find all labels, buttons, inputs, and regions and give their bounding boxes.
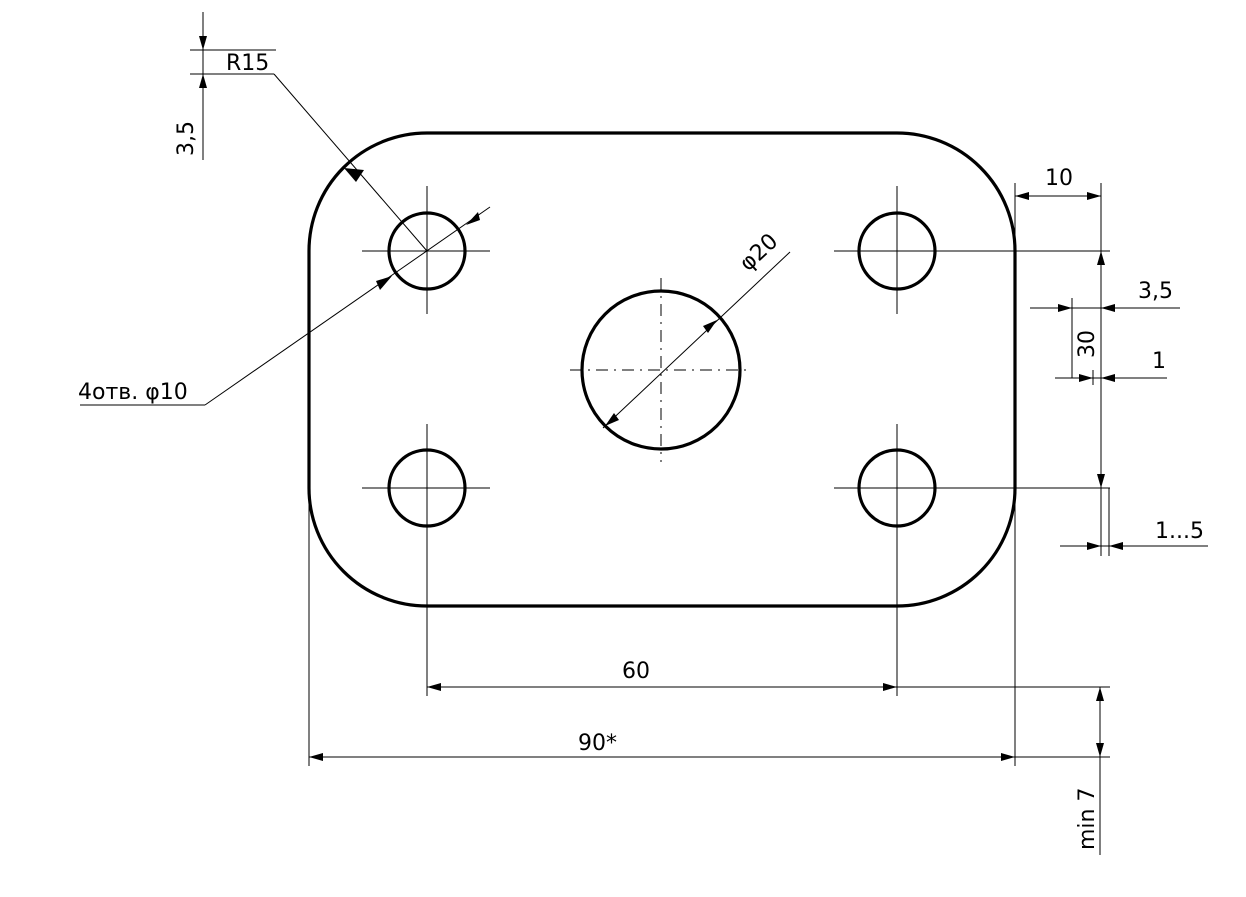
plate-outline <box>307 131 1017 608</box>
dim-30-label: 30 <box>1075 330 1100 358</box>
dim-min7: min 7 <box>897 686 1110 855</box>
phi20-dimension: φ20 <box>602 229 791 429</box>
r15-label: R15 <box>226 51 269 76</box>
hole-bottom-left <box>362 424 490 696</box>
dim-90-label: 90* <box>578 731 617 756</box>
holes-note: 4отв. φ10 <box>78 206 491 406</box>
hole-top-right <box>834 186 1110 314</box>
holes-note-label: 4отв. φ10 <box>78 380 188 405</box>
dim-3-5-vertical: 3,5 <box>174 12 276 160</box>
dim-60-label: 60 <box>622 659 650 684</box>
dim-60: 60 <box>427 659 897 691</box>
dim-10-label: 10 <box>1045 166 1073 191</box>
dim-90: 90* <box>308 488 1016 766</box>
dim-1: 1 <box>1055 349 1167 385</box>
dim-1-label: 1 <box>1152 349 1166 374</box>
phi20-label: φ20 <box>735 229 783 276</box>
hole-bottom-right <box>834 424 1110 696</box>
center-hole <box>570 278 752 462</box>
dim-3-5-vertical-label: 3,5 <box>174 121 199 156</box>
dim-10: 10 <box>1014 166 1102 488</box>
dim-30: 30 <box>1075 251 1105 488</box>
dim-1-5-label: 1...5 <box>1155 519 1204 544</box>
dim-3-5-right: 3,5 <box>1030 279 1180 378</box>
dim-1-5: 1...5 <box>1060 488 1208 556</box>
dim-3-5-right-label: 3,5 <box>1138 279 1173 304</box>
dim-min7-label: min 7 <box>1075 788 1100 850</box>
r15-dimension: R15 <box>226 51 428 252</box>
